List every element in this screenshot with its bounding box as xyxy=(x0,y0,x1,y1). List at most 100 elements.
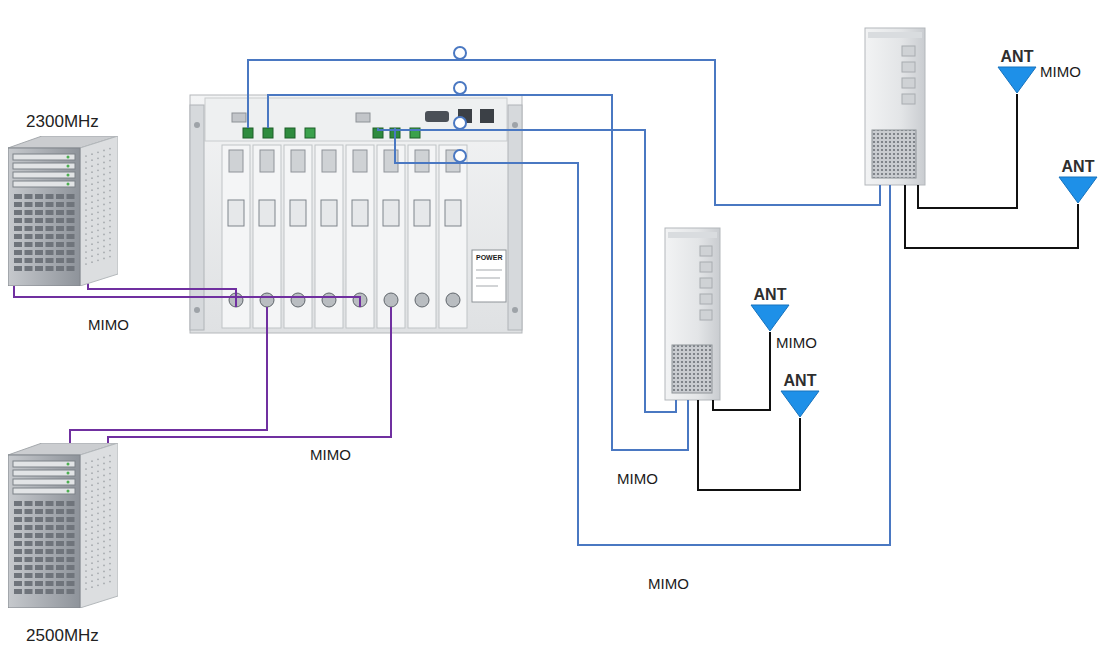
server-icon xyxy=(109,196,111,198)
server-icon xyxy=(85,540,87,542)
antenna-feeder xyxy=(698,94,1078,490)
antenna-symbol xyxy=(751,305,789,331)
server-icon xyxy=(35,541,43,546)
server-icon xyxy=(91,538,93,540)
rack-chassis xyxy=(194,122,200,128)
rack-chassis xyxy=(243,128,253,138)
server-icon xyxy=(103,577,105,579)
server-icon xyxy=(97,542,99,544)
server-icon xyxy=(8,455,80,608)
server-icon xyxy=(109,190,111,192)
server-icon xyxy=(67,517,75,522)
server-icon xyxy=(56,565,64,570)
server-icon xyxy=(91,580,93,582)
server-icon xyxy=(14,533,22,538)
server-icon xyxy=(109,232,111,234)
server-icon xyxy=(85,582,87,584)
module-connectors xyxy=(383,200,399,226)
server-icon xyxy=(109,154,111,156)
server-icon xyxy=(97,536,99,538)
server-icon xyxy=(91,165,93,167)
antenna-label: ANT xyxy=(750,286,790,304)
server-icon xyxy=(35,226,43,231)
server-icon xyxy=(91,478,93,480)
server-icon xyxy=(103,252,105,254)
server-icon xyxy=(35,589,43,594)
server-icon xyxy=(109,244,111,246)
server-icon xyxy=(91,201,93,203)
remote-unit-lower xyxy=(672,345,712,393)
server-icon xyxy=(46,517,54,522)
server-icon xyxy=(85,203,87,205)
antenna-symbol xyxy=(781,391,819,417)
server-icon xyxy=(103,246,105,248)
server-icon xyxy=(56,517,64,522)
server-icon xyxy=(25,517,33,522)
server-icon xyxy=(85,492,87,494)
server-icon xyxy=(103,174,105,176)
server-node: 2300MHz xyxy=(5,112,120,286)
remote-unit-lower xyxy=(700,294,712,304)
antenna-symbol xyxy=(750,304,790,332)
server-icon xyxy=(13,488,75,494)
server-icon xyxy=(35,234,43,239)
rack-chassis xyxy=(512,122,518,128)
server-icon xyxy=(109,539,111,541)
server-icon xyxy=(85,161,87,163)
server-icon xyxy=(14,501,22,506)
server-icon xyxy=(46,194,54,199)
fibre-line xyxy=(378,128,676,412)
server-icon xyxy=(67,234,75,239)
server-icon xyxy=(109,184,111,186)
server-icon xyxy=(67,481,70,484)
remote-unit-upper xyxy=(868,32,922,38)
server-icon xyxy=(8,443,118,608)
rack-chassis xyxy=(480,109,494,123)
server-icon xyxy=(25,194,33,199)
server-icon xyxy=(67,533,75,538)
server-icon xyxy=(103,481,105,483)
server-icon xyxy=(109,521,111,523)
server-icon xyxy=(103,469,105,471)
server-icon xyxy=(109,527,111,529)
antenna-symbol xyxy=(997,66,1037,94)
server-icon xyxy=(67,463,70,466)
server-icon xyxy=(103,258,105,260)
server-icon xyxy=(109,545,111,547)
rack-chassis xyxy=(305,128,315,138)
antenna-symbol xyxy=(780,390,820,418)
server-icon xyxy=(35,218,43,223)
server-icon xyxy=(97,259,99,261)
server-icon xyxy=(85,510,87,512)
server-icon xyxy=(91,189,93,191)
server-icon xyxy=(46,589,54,594)
server-icon xyxy=(91,568,93,570)
module-slots xyxy=(439,145,467,328)
remote-unit-lower xyxy=(665,228,720,400)
server-icon xyxy=(46,565,54,570)
server-icon xyxy=(97,458,99,460)
module-connectors xyxy=(321,200,337,226)
server-icon xyxy=(80,443,118,608)
server-icon xyxy=(56,234,64,239)
server-icon xyxy=(91,532,93,534)
server-icon xyxy=(56,525,64,530)
server-icon xyxy=(35,533,43,538)
server-icon xyxy=(103,571,105,573)
server-icon xyxy=(103,529,105,531)
server-icon xyxy=(109,178,111,180)
server-icon xyxy=(25,509,33,514)
server-icon xyxy=(109,569,111,571)
server-icon xyxy=(56,194,64,199)
server-icon xyxy=(109,256,111,258)
server-icon xyxy=(97,560,99,562)
server-icon xyxy=(109,479,111,481)
remote-unit-lower xyxy=(700,278,712,288)
server-icon xyxy=(97,157,99,159)
module-slots xyxy=(284,145,312,328)
rack-chassis xyxy=(425,111,449,122)
server-icon xyxy=(67,490,70,493)
server-icon xyxy=(109,491,111,493)
server-icon xyxy=(13,470,75,476)
server-icon xyxy=(85,185,87,187)
